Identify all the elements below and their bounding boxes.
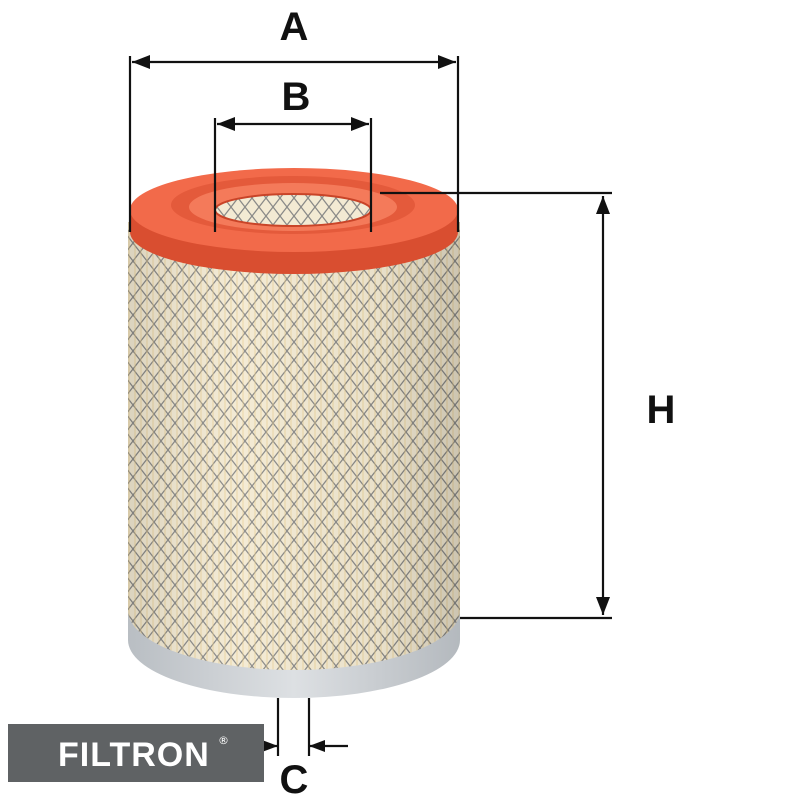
dimension-c [262, 698, 348, 756]
label-c: C [280, 758, 309, 800]
label-h: H [647, 388, 676, 432]
label-b: B [282, 75, 311, 119]
filter-top-cap [130, 168, 458, 274]
filter-body [128, 222, 460, 670]
filter-bottom-cap [128, 600, 460, 698]
dimension-b [213, 117, 373, 232]
filter-inner-opening [215, 194, 371, 226]
dimension-a [128, 55, 460, 232]
label-a: A [280, 5, 309, 49]
dimension-h [380, 191, 612, 620]
brand-registered-mark: ® [218, 734, 229, 747]
brand-name: FILTRON [58, 736, 210, 774]
brand-logo: FILTRON ® [8, 724, 264, 782]
